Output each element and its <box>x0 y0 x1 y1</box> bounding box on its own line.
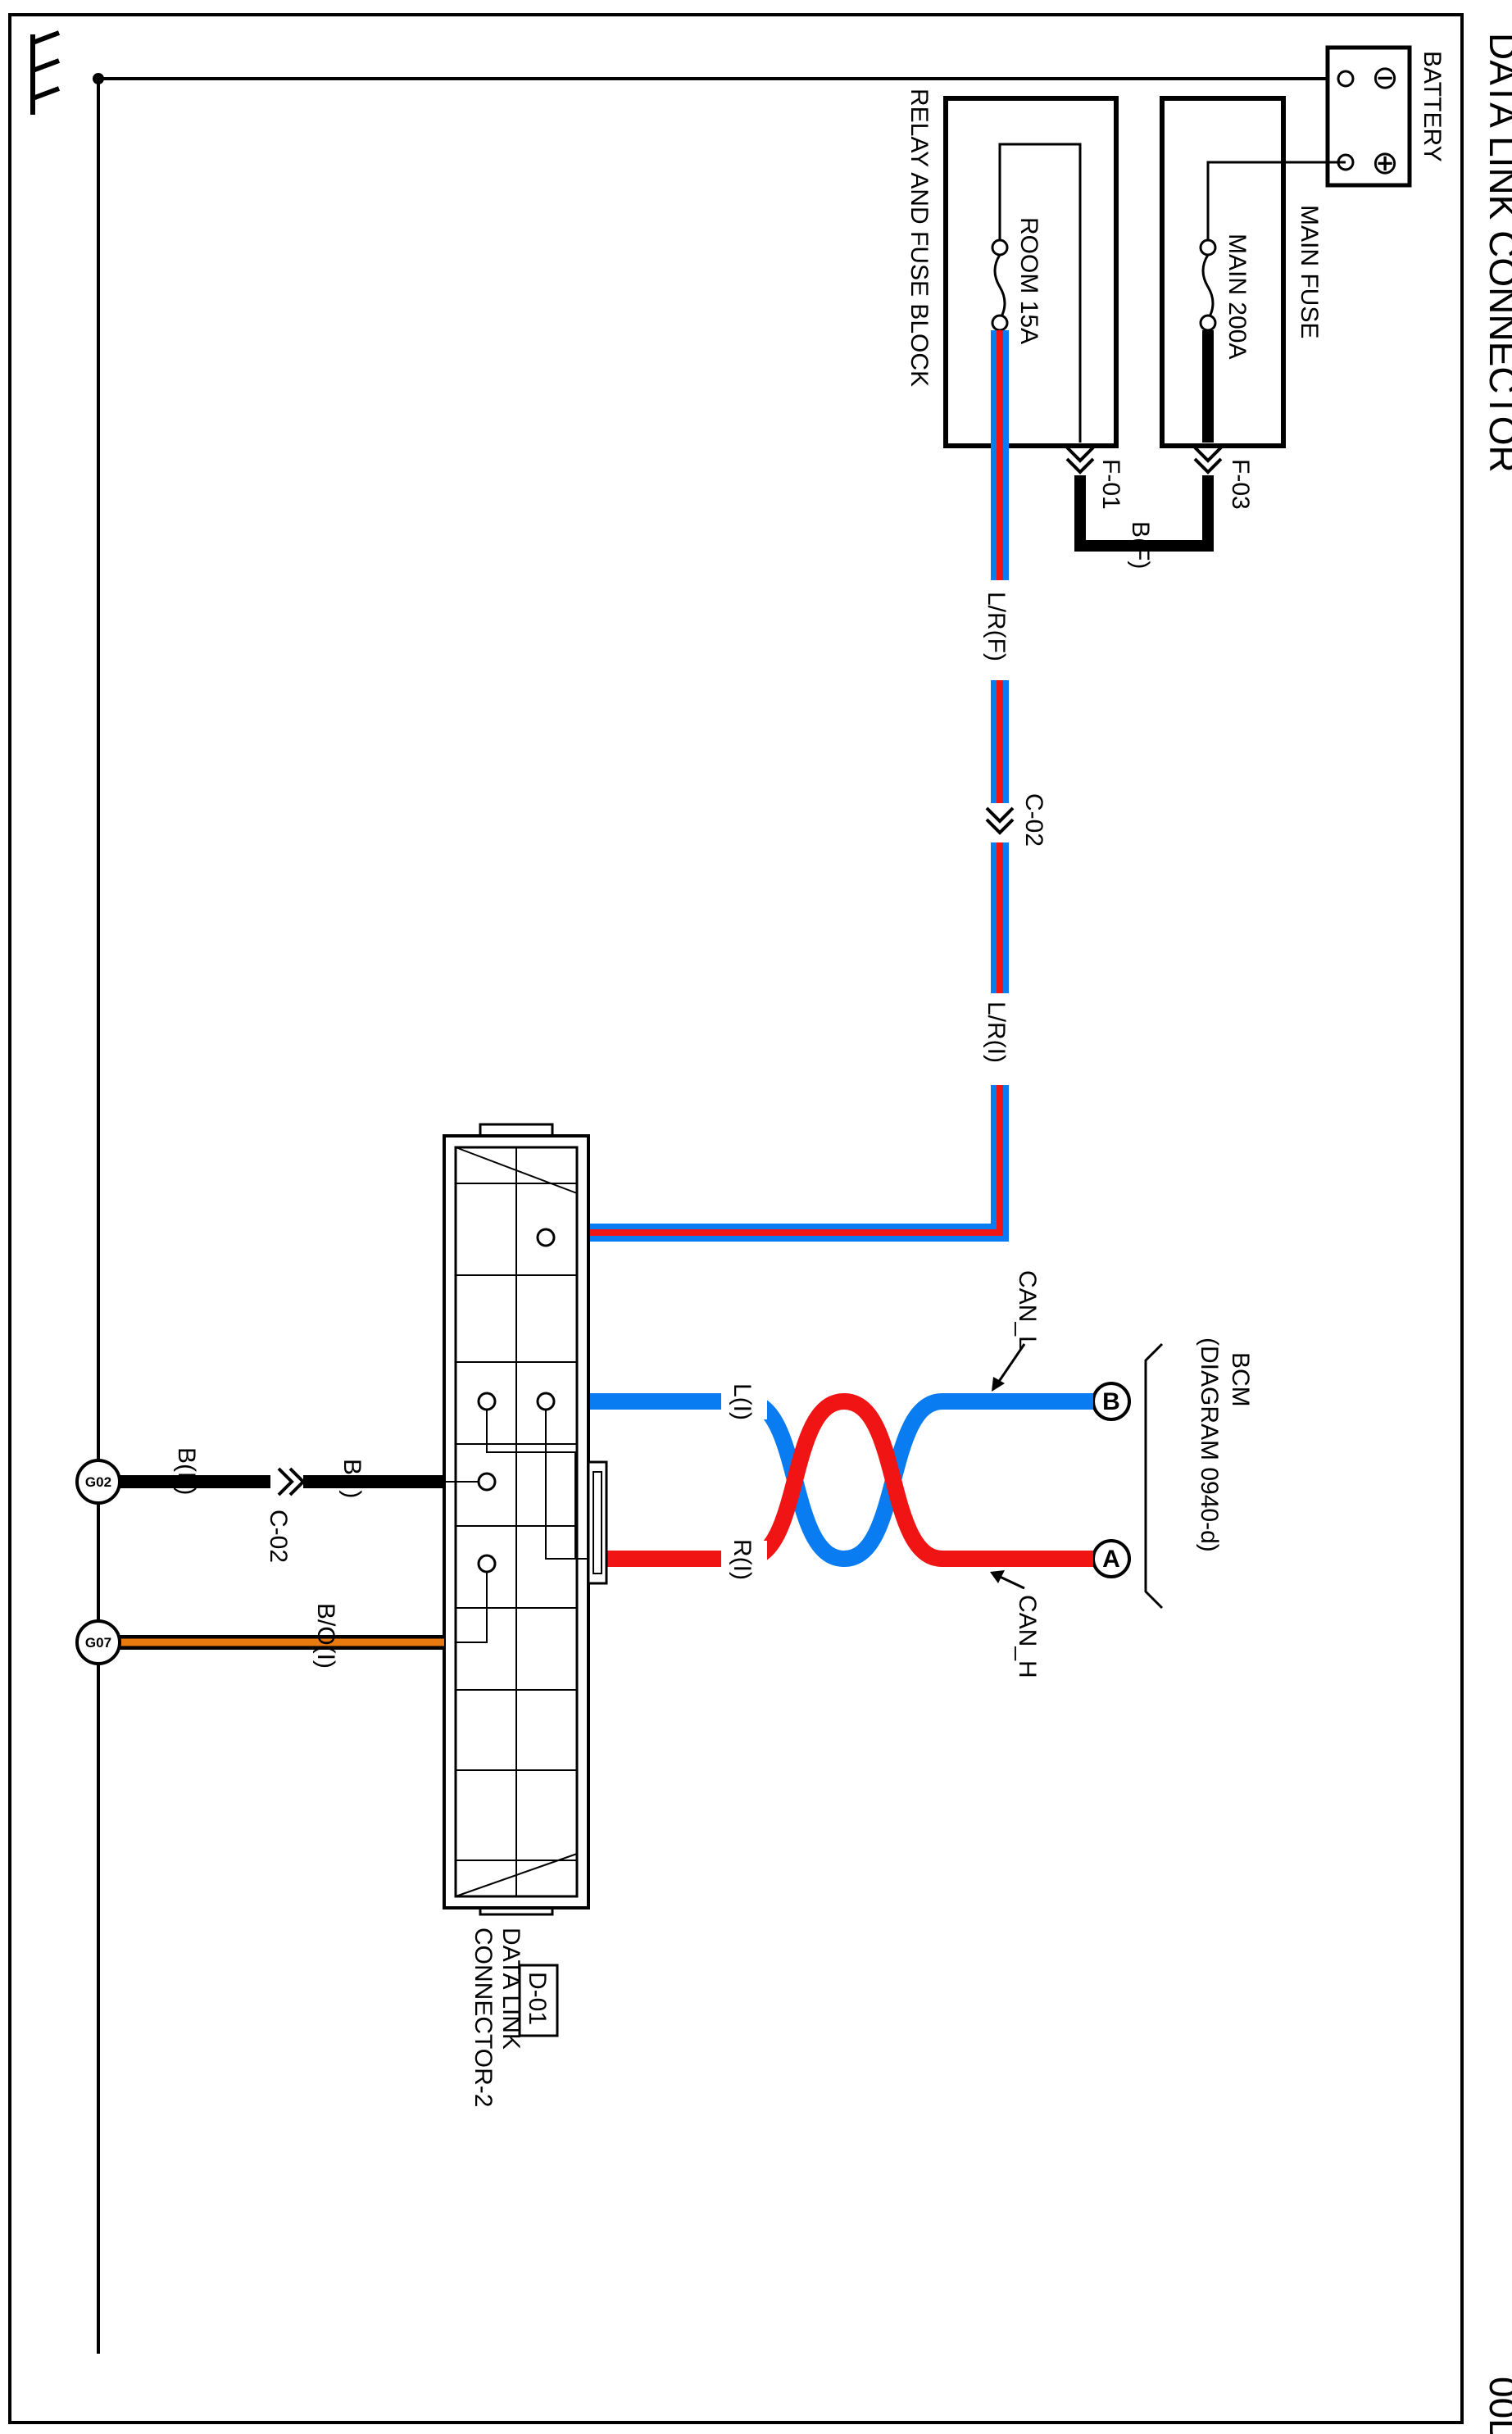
connector-gap <box>270 1462 303 1501</box>
ground-g02-icon <box>75 1459 121 1505</box>
ground-g07-icon <box>75 1619 121 1665</box>
data-link-connector <box>443 1123 608 1916</box>
wire-can-h <box>588 1392 1093 1567</box>
ground-junction <box>93 73 104 84</box>
wire-label-lr-i: L/R(I) <box>983 1001 1010 1063</box>
wire-label-b-f-bottom: B(F) <box>173 1447 200 1495</box>
room-fuse-rating: ROOM 15A <box>1015 217 1042 344</box>
main-fuse-rating: MAIN 200A <box>1224 234 1251 359</box>
ground-g07-label: G07 <box>85 1635 111 1651</box>
wire-label-bf-top: B(F) <box>1127 521 1154 569</box>
can-h-arrow-icon <box>990 1570 1005 1583</box>
dlc-pin-can-l2 <box>477 1392 497 1411</box>
main-fuse-label: MAIN FUSE <box>1296 205 1323 338</box>
connector-f03-label: F-03 <box>1227 459 1254 510</box>
jumper-wire-bf <box>1074 475 1214 552</box>
dlc-pin-can-l <box>536 1392 556 1411</box>
fuse-icon <box>1201 254 1215 320</box>
wire-can-l <box>588 1393 1093 1568</box>
connector-f01-label: F-01 <box>1097 459 1124 510</box>
dlc-name-line1: DATA LINK <box>497 1928 524 2050</box>
bcm-pin-a-label: A <box>1102 1546 1120 1573</box>
battery-negative-icon: ⊖ <box>1371 60 1399 96</box>
fuse-icon <box>993 254 1006 320</box>
can-l-label: CAN_L <box>1014 1270 1041 1350</box>
connector-c02-bottom-icon <box>277 1467 306 1496</box>
wire-label-r-i: R(I) <box>729 1539 756 1580</box>
battery: ⊖ ⊕ <box>1325 45 1412 188</box>
dlc-pin-signal-gnd <box>477 1472 497 1492</box>
connector-c02-top-label: C-02 <box>1020 793 1047 847</box>
can-h-label: CAN_H <box>1014 1595 1041 1678</box>
relay-fuse-block <box>943 96 1119 448</box>
connector-c02-top-icon <box>985 806 1015 835</box>
can-l-pointer <box>995 1343 1026 1386</box>
bcm-diagram-ref: (DIAGRAM 0940-d) <box>1196 1337 1223 1552</box>
label-gap <box>980 993 1019 1085</box>
dlc-pin-chassis-gnd <box>477 1554 497 1573</box>
main-fuse-box <box>1160 96 1346 448</box>
relay-fuse-block-label: RELAY AND FUSE BLOCK <box>906 89 933 387</box>
wire-label-bo-i: B/O(I) <box>312 1603 339 1669</box>
dlc-pins <box>444 1228 588 1643</box>
wire-lr <box>588 330 1009 1242</box>
battery-positive-icon: ⊕ <box>1371 145 1399 181</box>
wire-label-lr-f: L/R(F) <box>983 592 1010 661</box>
page-frame <box>8 13 1464 2424</box>
dlc-id-box <box>518 1964 559 2037</box>
connector-f03-icon <box>1193 446 1223 475</box>
page-title: DATA LINK CONNECTOR <box>1482 33 1512 473</box>
bcm-pin-b-label: B <box>1102 1388 1120 1415</box>
chassis-ground-icon <box>30 30 61 115</box>
connector-f01-icon <box>1065 446 1095 475</box>
battery-label: BATTERY <box>1419 51 1446 162</box>
connector-c02-bottom-label: C-02 <box>265 1510 292 1563</box>
label-gap <box>721 1541 767 1577</box>
wire-label-b-i: B(I) <box>338 1459 366 1498</box>
ground-g02-label: G02 <box>85 1474 111 1490</box>
dlc-name-line2: CONNECTOR-2 <box>470 1928 497 2107</box>
bcm-bracket <box>1144 1342 1164 1610</box>
can-l-arrow-icon <box>992 1377 1005 1392</box>
page-code: 00D <box>1482 2377 1512 2434</box>
bcm-label: BCM <box>1227 1352 1254 1407</box>
label-gap <box>721 1383 767 1419</box>
wire-label-l-i: L(I) <box>729 1383 756 1420</box>
dlc-pin-power <box>536 1228 556 1247</box>
label-gap <box>980 580 1019 680</box>
dlc-id: D-01 <box>524 1972 551 2025</box>
